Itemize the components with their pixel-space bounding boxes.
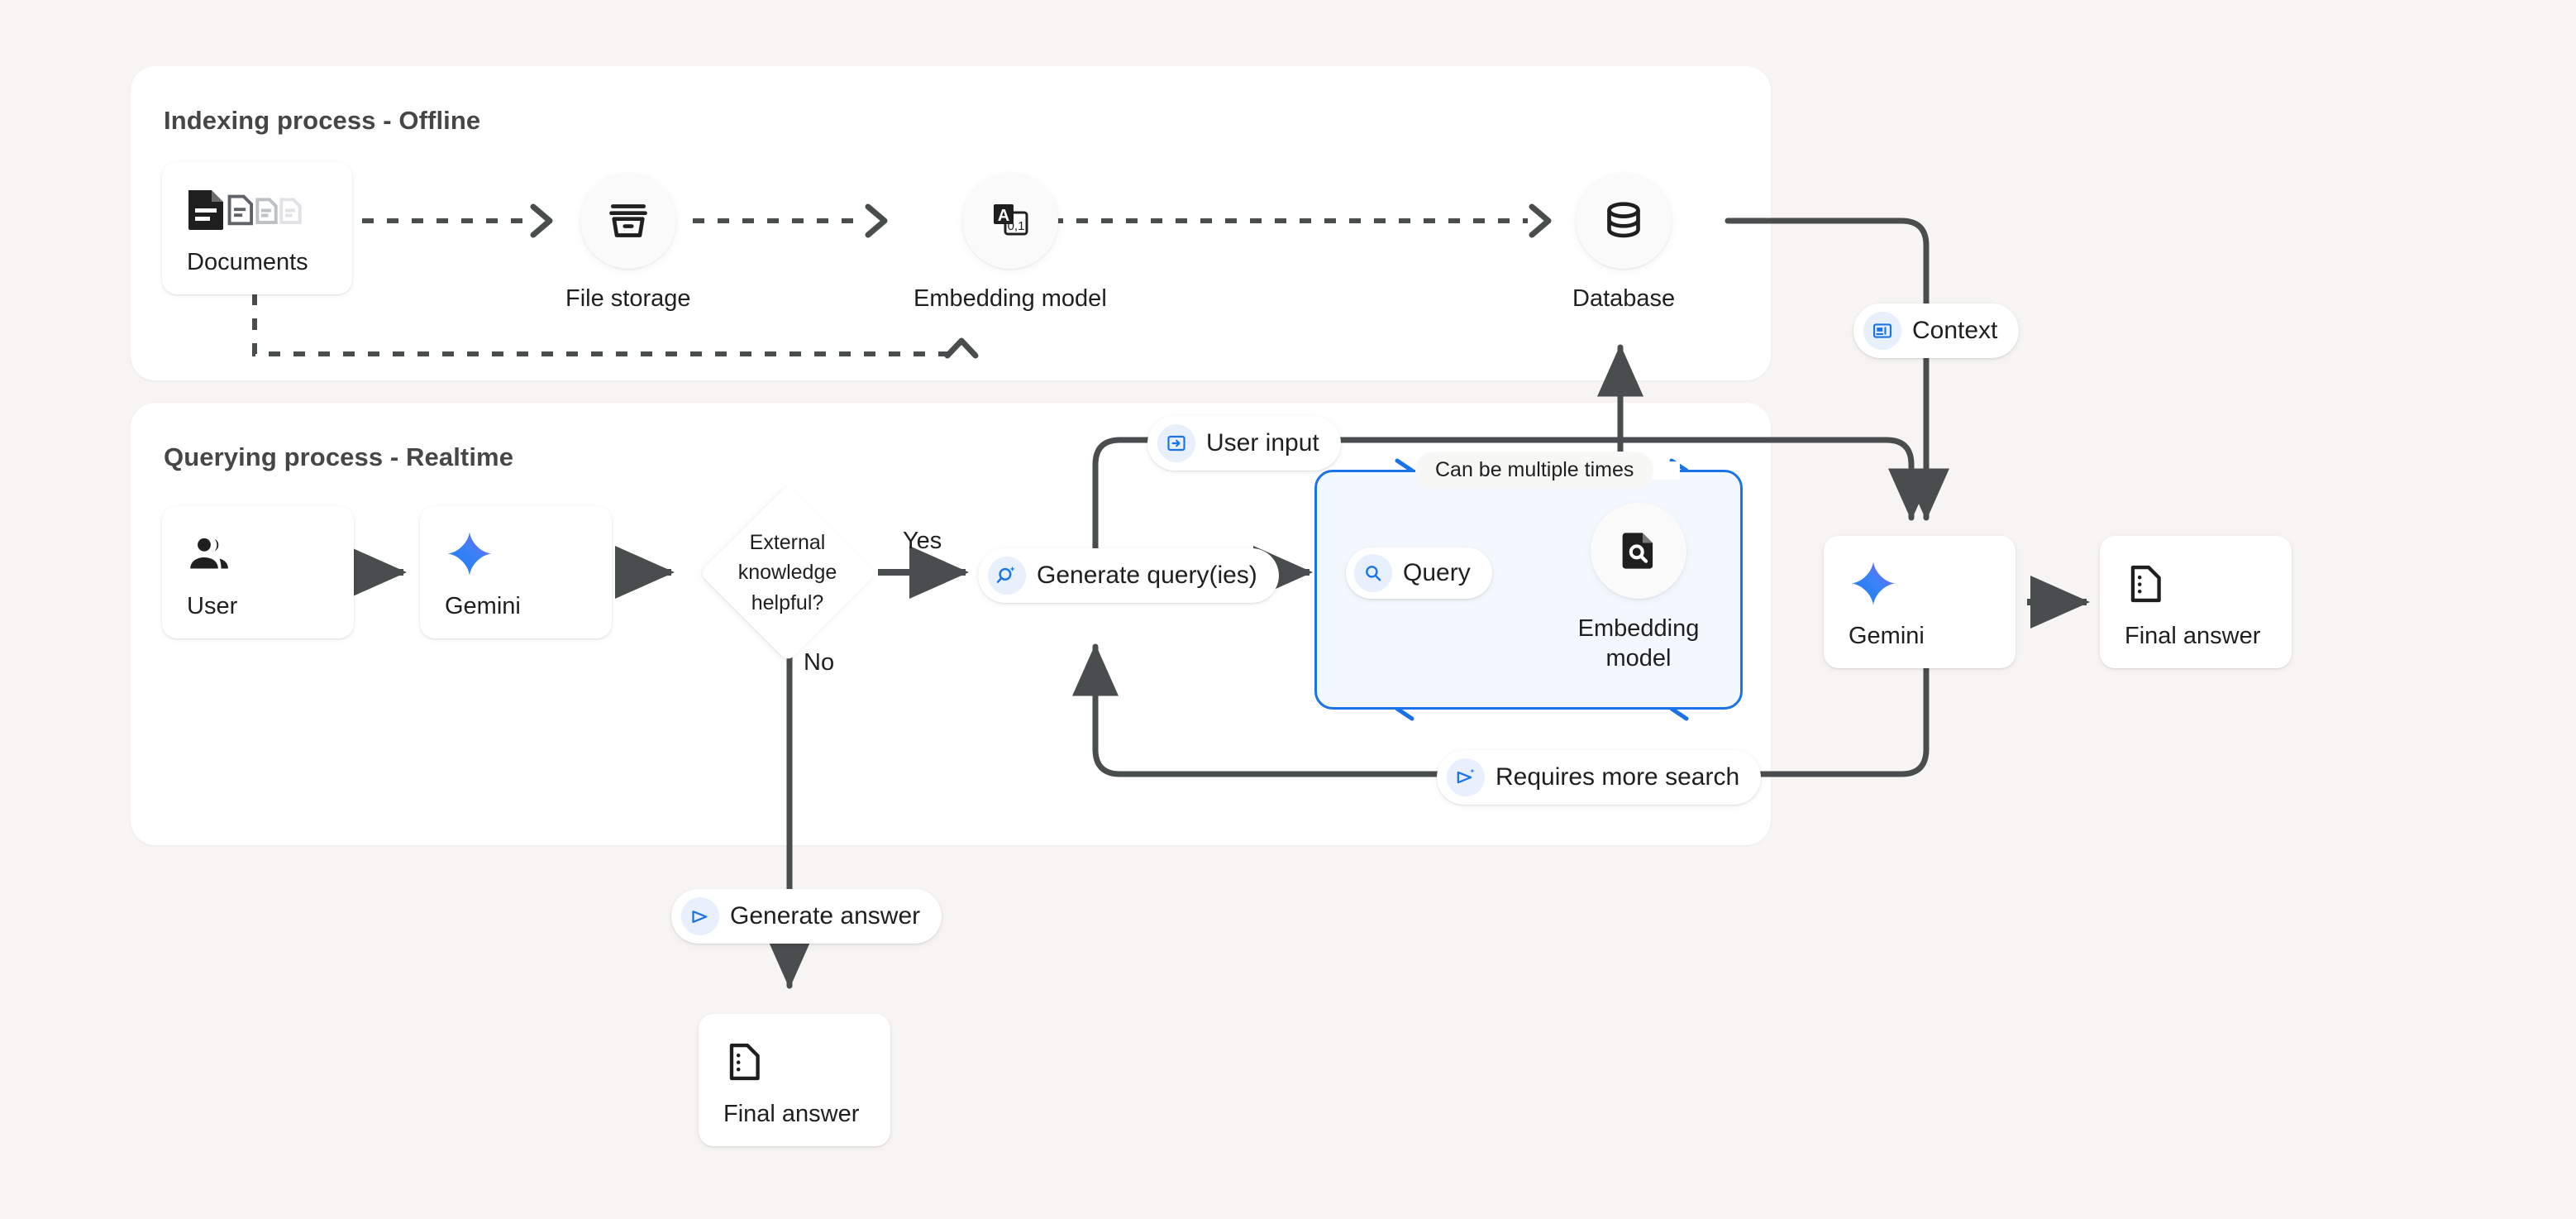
- gemini-left-label: Gemini: [445, 592, 521, 619]
- user-input-label: User input: [1206, 429, 1319, 457]
- badge-requires-more-search[interactable]: Requires more search: [1437, 750, 1762, 805]
- node-user[interactable]: User: [162, 506, 354, 638]
- generate-answer-label: Generate answer: [730, 902, 921, 930]
- generate-queries-label: Generate query(ies): [1037, 562, 1257, 589]
- query-label: Query: [1403, 559, 1471, 586]
- badge-query[interactable]: Query: [1346, 547, 1492, 599]
- document-search-icon: [1591, 503, 1686, 599]
- node-embedding-model-indexing[interactable]: 0,1 A Embedding model: [914, 173, 1107, 313]
- documents-icon: [187, 184, 352, 236]
- article-icon: [1863, 312, 1901, 350]
- send-sparkle-icon: [1447, 758, 1485, 796]
- node-gemini-left[interactable]: Gemini: [420, 506, 612, 638]
- embedding-model-query-label: Embedding model: [1577, 615, 1700, 672]
- search-icon: [1354, 554, 1392, 592]
- final-answer-right-label: Final answer: [2125, 622, 2261, 649]
- input-icon: [1157, 424, 1195, 462]
- node-decision-external-knowledge[interactable]: External knowledge helpful?: [699, 484, 876, 662]
- node-embedding-model-query[interactable]: Embedding model: [1568, 503, 1709, 674]
- documents-label: Documents: [187, 248, 308, 275]
- badge-generate-answer[interactable]: Generate answer: [671, 889, 942, 944]
- node-documents[interactable]: Documents: [162, 162, 352, 294]
- decision-line-2: knowledge: [737, 561, 837, 585]
- file-storage-label: File storage: [565, 285, 691, 312]
- requires-more-search-label: Requires more search: [1496, 763, 1740, 791]
- badge-can-be-multiple-times: Can be multiple times: [1415, 452, 1654, 489]
- decision-line-1: External: [749, 531, 826, 555]
- node-file-storage[interactable]: File storage: [565, 173, 691, 313]
- node-gemini-right[interactable]: Gemini: [1824, 536, 2015, 668]
- gemini-right-label: Gemini: [1849, 622, 1925, 649]
- badge-context[interactable]: Context: [1853, 304, 2020, 358]
- database-icon: [1576, 173, 1672, 269]
- database-label: Database: [1572, 285, 1676, 312]
- node-final-answer-bottom[interactable]: Final answer: [699, 1014, 890, 1146]
- embedding-model-icon: 0,1 A: [961, 173, 1058, 269]
- decision-line-3: helpful?: [751, 590, 824, 614]
- user-label: User: [187, 592, 238, 619]
- node-final-answer-right[interactable]: Final answer: [2100, 536, 2292, 668]
- loop-note-label: Can be multiple times: [1435, 458, 1634, 481]
- gemini-sparkle-icon: [1849, 558, 2015, 610]
- badge-generate-queries[interactable]: Generate query(ies): [978, 548, 1279, 603]
- node-database[interactable]: Database: [1572, 173, 1675, 313]
- badge-user-input[interactable]: User input: [1147, 416, 1341, 471]
- gemini-sparkle-icon: [445, 528, 612, 580]
- panel-querying-title: Querying process - Realtime: [164, 442, 514, 471]
- send-icon: [681, 897, 719, 935]
- answer-doc-icon: [2125, 558, 2292, 610]
- edge-label-no: No: [804, 649, 835, 676]
- context-label: Context: [1912, 317, 1998, 344]
- svg-text:A: A: [998, 207, 1009, 225]
- panel-indexing-title: Indexing process - Offline: [164, 106, 481, 135]
- user-group-icon: [187, 528, 354, 580]
- embedding-model-label: Embedding model: [914, 285, 1107, 312]
- final-answer-bottom-label: Final answer: [723, 1100, 860, 1127]
- file-storage-icon: [580, 173, 676, 269]
- search-sparkle-icon: [988, 557, 1026, 595]
- answer-doc-icon: [723, 1036, 890, 1088]
- edge-label-yes: Yes: [903, 528, 942, 554]
